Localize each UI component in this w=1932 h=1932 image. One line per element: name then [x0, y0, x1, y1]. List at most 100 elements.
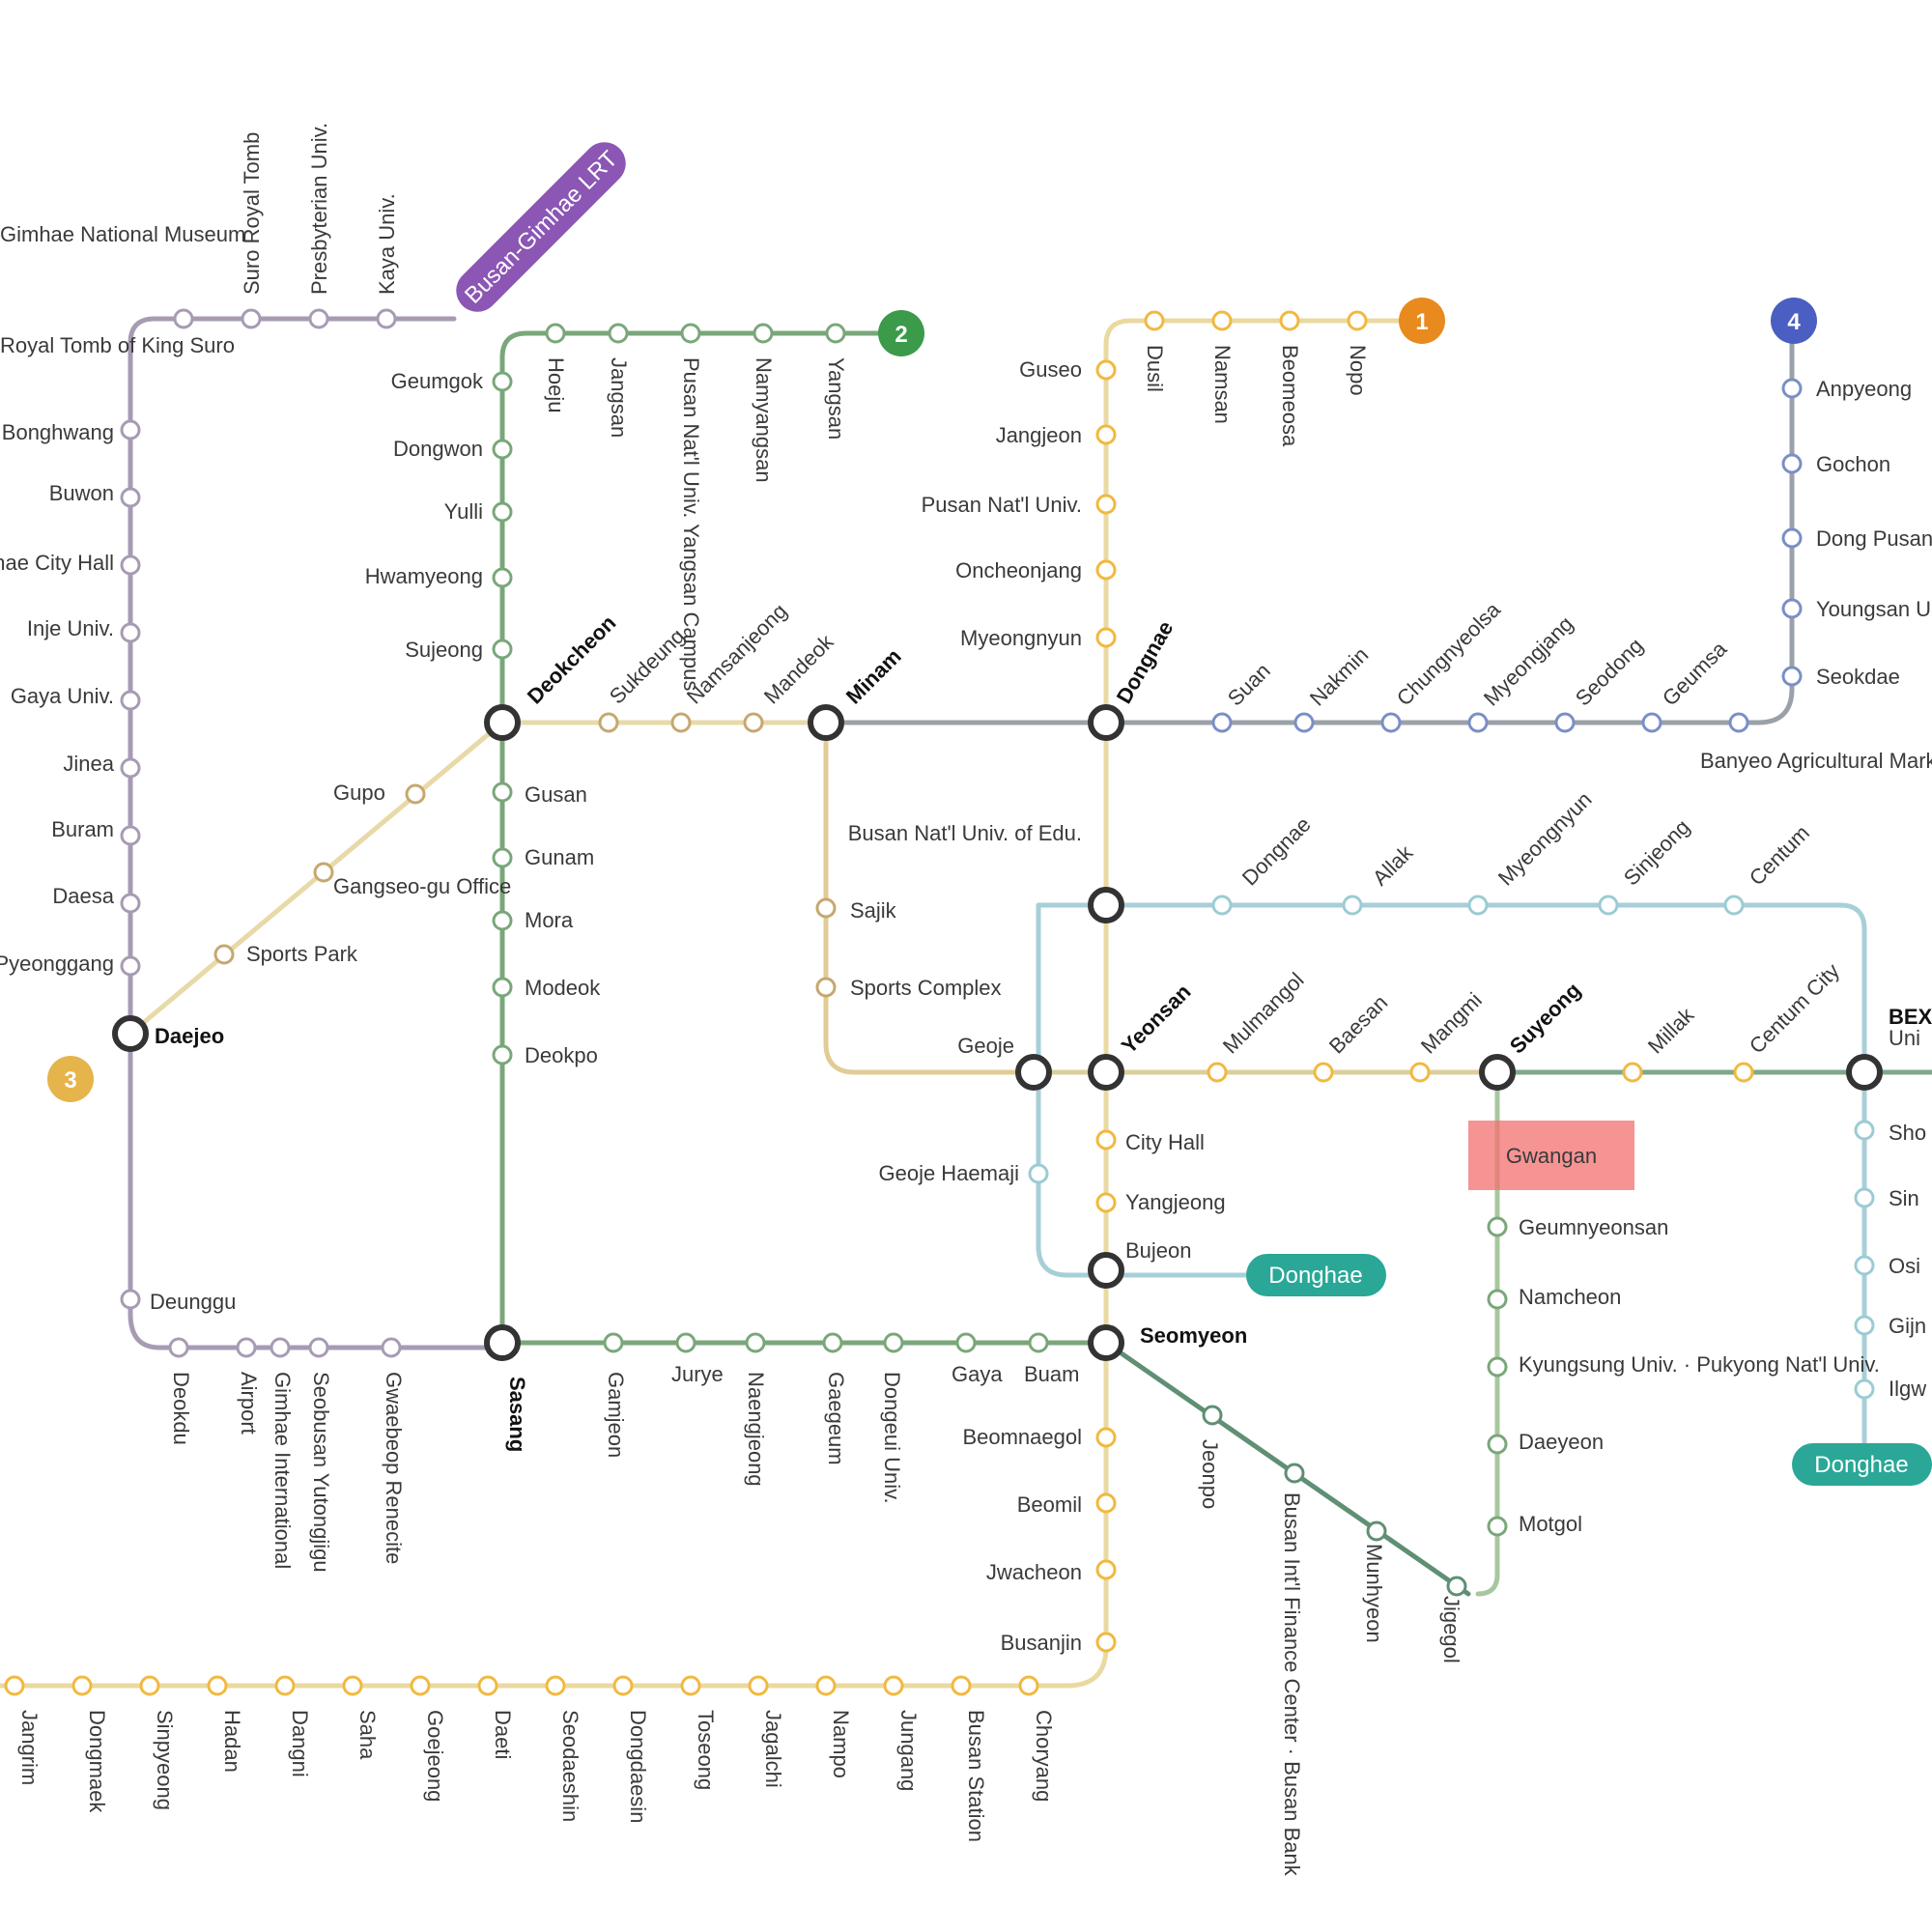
station-dot[interactable] [1095, 494, 1117, 515]
geoje-transfer[interactable] [1015, 1054, 1052, 1091]
station-dot[interactable] [1095, 1492, 1117, 1514]
station-dot[interactable] [545, 1675, 566, 1696]
suyeong-transfer[interactable] [1479, 1054, 1516, 1091]
station-dot[interactable] [545, 323, 566, 344]
yeonsan-transfer[interactable] [1088, 1054, 1124, 1091]
station-dot[interactable] [168, 1337, 189, 1358]
station-dot[interactable] [492, 371, 513, 392]
station-dot[interactable] [376, 308, 397, 329]
station-dot[interactable] [608, 323, 629, 344]
station-dot[interactable] [753, 323, 774, 344]
station-dot[interactable] [1854, 1378, 1875, 1400]
station-dot[interactable] [492, 1044, 513, 1065]
station-dot[interactable] [1598, 895, 1619, 916]
station-dot[interactable] [1723, 895, 1745, 916]
deokcheon-transfer[interactable] [484, 704, 521, 741]
station-dot[interactable] [274, 1675, 296, 1696]
station-dot[interactable] [598, 712, 619, 733]
station-dot[interactable] [1293, 712, 1315, 733]
station-dot[interactable] [743, 712, 764, 733]
dongnae-transfer[interactable] [1088, 704, 1124, 741]
station-dot[interactable] [381, 1337, 402, 1358]
station-dot[interactable] [1347, 310, 1368, 331]
station-dot[interactable] [883, 1675, 904, 1696]
station-dot[interactable] [120, 554, 141, 576]
station-dot[interactable] [1279, 310, 1300, 331]
station-dot[interactable] [1467, 895, 1489, 916]
station-dot[interactable] [1487, 1434, 1508, 1455]
station-dot[interactable] [1095, 1632, 1117, 1653]
gwangan-highlight[interactable]: Gwangan [1468, 1121, 1634, 1190]
station-dot[interactable] [1854, 1315, 1875, 1336]
station-dot[interactable] [1854, 1120, 1875, 1141]
station-dot[interactable] [120, 955, 141, 977]
station-dot[interactable] [680, 1675, 701, 1696]
station-dot[interactable] [120, 757, 141, 779]
station-dot[interactable] [603, 1332, 624, 1353]
station-dot[interactable] [342, 1675, 363, 1696]
station-dot[interactable] [120, 690, 141, 711]
station-dot[interactable] [1487, 1289, 1508, 1310]
station-dot[interactable] [1202, 1405, 1223, 1426]
seomyeon-transfer[interactable] [1088, 1324, 1124, 1361]
station-dot[interactable] [680, 323, 701, 344]
station-dot[interactable] [675, 1332, 696, 1353]
station-dot[interactable] [1366, 1520, 1387, 1542]
station-dot[interactable] [207, 1675, 228, 1696]
station-dot[interactable] [1487, 1216, 1508, 1237]
station-dot[interactable] [883, 1332, 904, 1353]
station-dot[interactable] [1854, 1187, 1875, 1208]
station-dot[interactable] [1028, 1332, 1049, 1353]
station-dot[interactable] [213, 944, 235, 965]
station-dot[interactable] [4, 1675, 25, 1696]
station-dot[interactable] [1095, 1559, 1117, 1580]
station-dot[interactable] [1211, 895, 1233, 916]
station-dot[interactable] [236, 1337, 257, 1358]
station-dot[interactable] [815, 977, 837, 998]
station-dot[interactable] [1487, 1356, 1508, 1378]
station-dot[interactable] [492, 501, 513, 523]
station-dot[interactable] [748, 1675, 769, 1696]
station-dot[interactable] [120, 825, 141, 846]
station-dot[interactable] [1446, 1576, 1467, 1597]
station-dot[interactable] [1733, 1062, 1754, 1083]
station-dot[interactable] [1409, 1062, 1431, 1083]
station-dot[interactable] [139, 1675, 160, 1696]
station-dot[interactable] [492, 439, 513, 460]
station-dot[interactable] [1854, 1255, 1875, 1276]
station-dot[interactable] [71, 1675, 93, 1696]
station-dot[interactable] [670, 712, 692, 733]
station-dot[interactable] [1211, 712, 1233, 733]
station-dot[interactable] [955, 1332, 977, 1353]
station-dot[interactable] [1781, 378, 1803, 399]
station-dot[interactable] [1095, 424, 1117, 445]
station-dot[interactable] [492, 567, 513, 588]
station-dot[interactable] [1781, 527, 1803, 549]
station-dot[interactable] [822, 1332, 843, 1353]
station-dot[interactable] [1028, 1163, 1049, 1184]
station-dot[interactable] [1342, 895, 1363, 916]
station-dot[interactable] [1781, 598, 1803, 619]
station-dot[interactable] [1018, 1675, 1039, 1696]
station-dot[interactable] [313, 862, 334, 883]
station-dot[interactable] [1467, 712, 1489, 733]
station-dot[interactable] [308, 1337, 329, 1358]
station-dot[interactable] [1095, 1427, 1117, 1448]
station-dot[interactable] [1284, 1463, 1305, 1484]
station-dot[interactable] [270, 1337, 291, 1358]
station-dot[interactable] [492, 639, 513, 660]
station-dot[interactable] [1144, 310, 1165, 331]
station-dot[interactable] [492, 977, 513, 998]
station-dot[interactable] [1622, 1062, 1643, 1083]
station-dot[interactable] [120, 419, 141, 440]
minam-transfer[interactable] [808, 704, 844, 741]
bujeon-transfer[interactable] [1088, 1252, 1124, 1289]
station-dot[interactable] [308, 308, 329, 329]
station-dot[interactable] [1313, 1062, 1334, 1083]
station-dot[interactable] [1095, 559, 1117, 581]
station-dot[interactable] [1487, 1516, 1508, 1537]
station-dot[interactable] [815, 897, 837, 919]
station-dot[interactable] [815, 1675, 837, 1696]
station-dot[interactable] [825, 323, 846, 344]
station-dot[interactable] [1095, 359, 1117, 381]
